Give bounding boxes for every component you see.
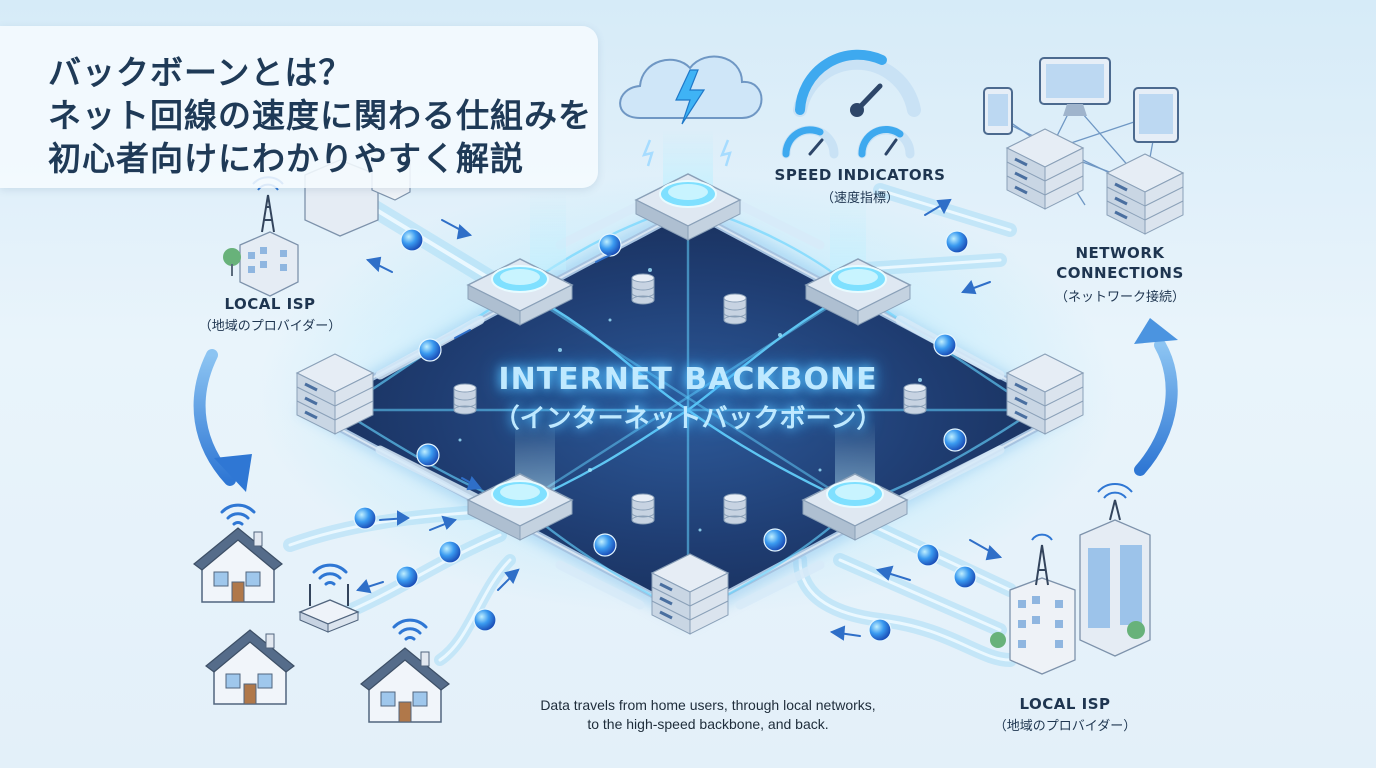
network-devices xyxy=(983,57,1185,236)
phone-icon xyxy=(983,87,1013,135)
server-rack-icon xyxy=(1005,127,1085,211)
backbone-sublabel: （インターネットバックボーン） xyxy=(493,404,883,434)
page-title-line-3: 初心者向けにわかりやすく解説 xyxy=(48,139,524,178)
server-rack-icon xyxy=(1105,152,1185,236)
network-connections-sublabel: （ネットワーク接続） xyxy=(1054,290,1185,305)
network-connections-label-1: NETWORK xyxy=(1075,244,1165,262)
local-isp-right-label: LOCAL ISP xyxy=(1019,695,1111,713)
tablet-icon xyxy=(1133,87,1179,143)
home-users xyxy=(193,503,450,723)
wifi-icon xyxy=(220,503,256,526)
house-icon xyxy=(193,527,283,603)
caption-line-2: to the high-speed backbone, and back. xyxy=(587,716,829,732)
local-isp-right xyxy=(990,482,1151,675)
local-isp-left-label: LOCAL ISP xyxy=(224,295,316,313)
wifi-icon xyxy=(392,618,428,641)
monitor-icon xyxy=(1039,57,1111,116)
tree-icon xyxy=(223,248,241,276)
office-building-icon xyxy=(239,231,299,297)
cloud-lightning-icon xyxy=(619,55,763,167)
caption-line-1: Data travels from home users, through lo… xyxy=(540,697,876,713)
tree-icon xyxy=(990,621,1145,648)
speedometer-icon xyxy=(781,49,921,159)
title-card: バックボーンとは？ ネット回線の速度に関わる仕組みを 初心者向けにわかりやすく解… xyxy=(0,26,598,188)
page-title-line-1: バックボーンとは？ xyxy=(48,53,353,92)
local-isp-left-sublabel: （地域のプロバイダー） xyxy=(198,319,342,334)
wifi-icon xyxy=(312,563,348,586)
network-connections-label-2: CONNECTIONS xyxy=(1056,264,1184,282)
speed-indicators-label: SPEED INDICATORS xyxy=(774,166,946,184)
flow-arrows xyxy=(356,198,1003,641)
local-isp-right-sublabel: （地域のプロバイダー） xyxy=(993,719,1137,734)
house-icon xyxy=(205,629,295,705)
return-arrows xyxy=(193,318,1178,492)
cell-tower-icon xyxy=(1031,482,1133,586)
router-icon xyxy=(298,584,360,633)
page-title-line-2: ネット回線の速度に関わる仕組みを xyxy=(48,96,592,135)
backbone-label: INTERNET BACKBONE xyxy=(498,362,878,397)
speed-indicators-sublabel: （速度指標） xyxy=(820,191,899,206)
